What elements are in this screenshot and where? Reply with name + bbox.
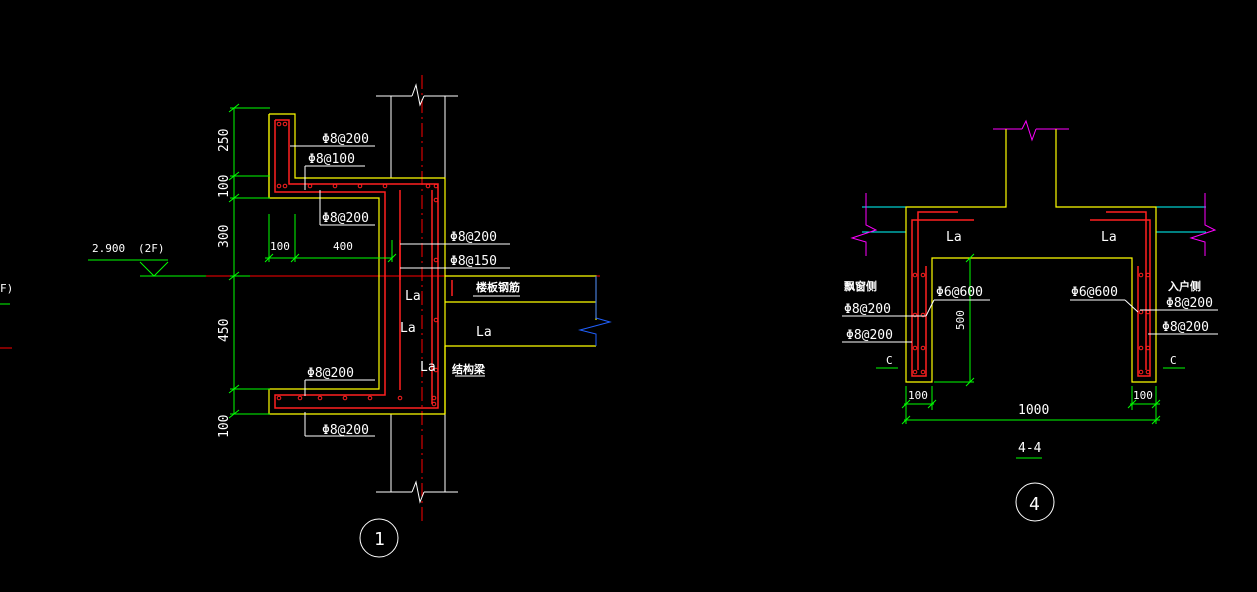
tie-label-right: Φ6@600 — [1071, 285, 1118, 300]
rebar-label-5: Φ8@150 — [450, 254, 497, 269]
dim-250: 250 — [217, 129, 232, 152]
section-leaders — [842, 299, 1218, 343]
section-dim-100-left: 100 — [908, 389, 928, 402]
detail-1-number: 1 — [374, 529, 385, 550]
rebar-label-3: Φ8@200 — [322, 211, 369, 226]
rebar-label-4: Φ8@200 — [450, 230, 497, 245]
rebar-label-2: Φ8@100 — [308, 152, 355, 167]
note-structural-beam: 结构梁 — [451, 362, 486, 376]
elevation-value: 2.900 — [92, 242, 125, 255]
anchor-la-3: La — [476, 325, 492, 340]
slab-break-symbol — [578, 276, 612, 346]
dim-h-400: 400 — [333, 240, 353, 253]
section-rebar-left-1: Φ8@200 — [844, 302, 891, 317]
anchor-la-4: La — [420, 360, 436, 375]
section-dimensions — [876, 253, 1185, 459]
rebar-dots — [276, 121, 439, 407]
leader-lines — [290, 145, 520, 437]
dim-h-100: 100 — [270, 240, 290, 253]
note-slab-rebar: 楼板钢筋 — [476, 280, 520, 294]
break-symbols — [850, 119, 1217, 256]
floor-label: (2F) — [138, 242, 165, 255]
anchor-la-2: La — [400, 321, 416, 336]
section-dim-500: 500 — [954, 310, 967, 330]
anchor-la-1: La — [405, 289, 421, 304]
section-la-right: La — [1101, 230, 1117, 245]
edge-label: F) — [0, 282, 13, 295]
section-title: 4-4 — [1018, 441, 1042, 456]
section-outline — [905, 129, 1157, 383]
detail-1-circle — [359, 518, 399, 558]
detail-4-circle — [1015, 482, 1055, 522]
rebar-lines — [274, 119, 453, 409]
dim-100-top: 100 — [217, 175, 232, 198]
lower-wall — [376, 414, 458, 504]
section-rebar-right-1: Φ8@200 — [1166, 296, 1213, 311]
slab-lines — [862, 206, 1206, 233]
detail-4-number: 4 — [1029, 494, 1040, 515]
section-dim-100-right: 100 — [1133, 389, 1153, 402]
cover-c-right: C — [1170, 354, 1177, 367]
section-rebar-dots — [912, 272, 1151, 375]
upper-wall — [376, 83, 458, 178]
horizontal-dimension — [264, 214, 397, 263]
section-rebars — [911, 211, 1151, 377]
dim-300: 300 — [217, 225, 232, 248]
section-rebar-right-2: Φ8@200 — [1162, 320, 1209, 335]
rebar-label-7: Φ8@200 — [322, 423, 369, 438]
side-label-bay-window: 飘窗侧 — [844, 279, 877, 293]
tie-label-left: Φ6@600 — [936, 285, 983, 300]
right-detail: La La 飘窗侧 入户侧 Φ8@200 Φ8@200 Φ8@200 Φ8@20… — [842, 119, 1218, 522]
rebar-label-6: Φ8@200 — [307, 366, 354, 381]
dim-450: 450 — [217, 319, 232, 342]
section-rebar-left-2: Φ8@200 — [846, 328, 893, 343]
side-label-entrance: 入户侧 — [1168, 279, 1201, 293]
section-la-left: La — [946, 230, 962, 245]
left-detail: 250 100 300 450 100 100 400 2.900 (2F) F… — [0, 75, 612, 558]
vertical-dimension — [228, 103, 270, 419]
cover-c-left: C — [886, 354, 893, 367]
section-dim-1000: 1000 — [1018, 403, 1049, 418]
elevation-symbol — [88, 259, 206, 277]
rebar-label-1: Φ8@200 — [322, 132, 369, 147]
dim-100-bottom: 100 — [217, 415, 232, 438]
